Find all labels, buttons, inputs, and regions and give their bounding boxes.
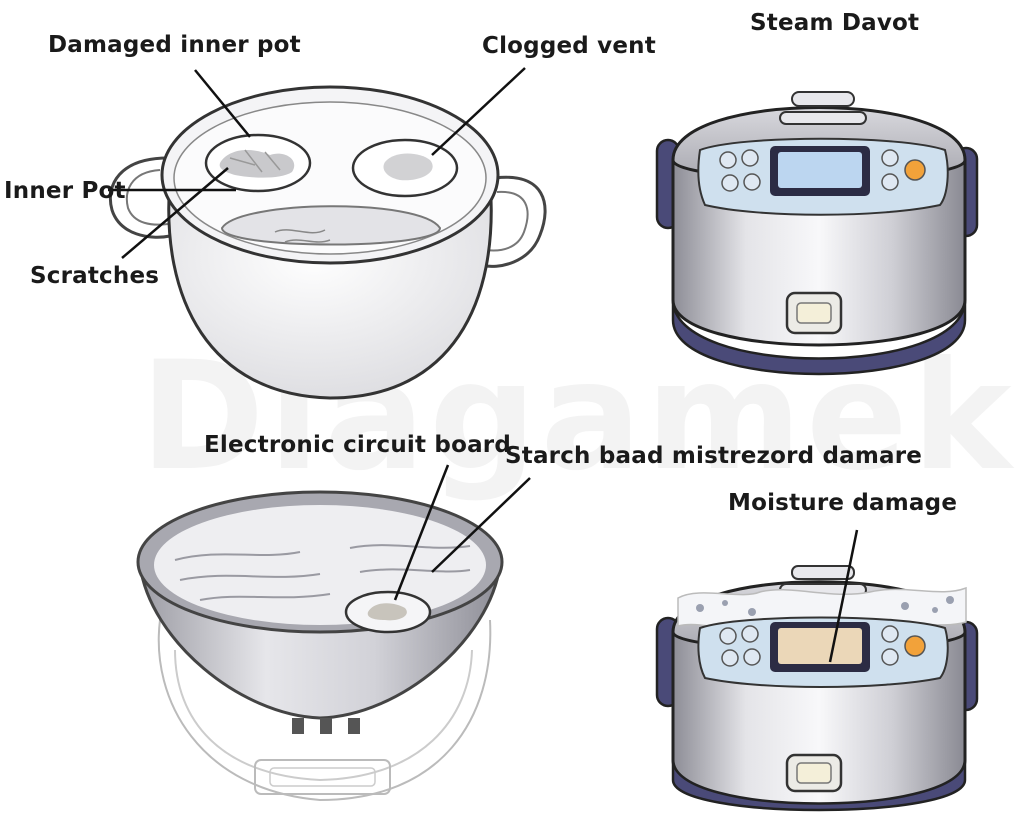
label-damaged-inner-pot: Damaged inner pot <box>48 32 301 58</box>
leader-lines-top-left <box>108 67 526 259</box>
rice-cooker-bottom <box>655 565 979 812</box>
label-electronic-circuit-board: Electronic circuit board <box>204 432 512 458</box>
label-starch-damage: Starch baad mistrezord damare <box>505 443 923 469</box>
label-scratches: Scratches <box>30 263 160 289</box>
leader-line-moisture <box>828 529 859 663</box>
label-inner-pot: Inner Pot <box>4 178 126 204</box>
label-clogged-vent: Clogged vent <box>482 33 656 59</box>
rice-cooker-top <box>655 91 979 376</box>
label-steam-davot: Steam Davot <box>750 10 920 36</box>
inner-bowl-illustration <box>136 490 504 802</box>
inner-pot-illustration <box>108 85 547 400</box>
label-moisture-damage: Moisture damage <box>728 490 958 516</box>
leader-lines-bottom-left <box>393 464 531 601</box>
